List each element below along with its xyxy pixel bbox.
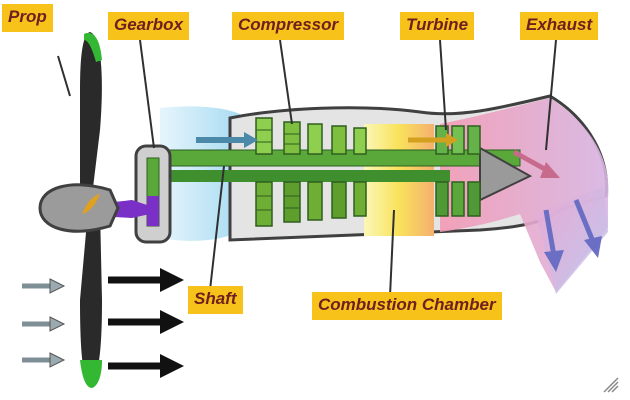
- label-shaft: Shaft: [188, 286, 243, 314]
- prop-pointer: [57, 55, 71, 97]
- gearbox-link: [147, 196, 159, 226]
- resize-grip-icon: [603, 377, 619, 393]
- propeller-icon: [38, 32, 120, 388]
- label-gearbox: Gearbox: [108, 12, 189, 40]
- turbine-cone: [479, 146, 533, 202]
- airflow-arrow-icon: [22, 278, 66, 368]
- thrust-arrow-icon: [108, 268, 184, 378]
- label-prop: Prop: [2, 4, 53, 32]
- label-turbine: Turbine: [400, 12, 475, 40]
- core-flow-arrows: [196, 132, 602, 272]
- label-exhaust: Exhaust: [520, 12, 599, 40]
- leader-lines: [139, 39, 557, 297]
- compressor-blades: [255, 117, 367, 227]
- compressor-stripes: [256, 129, 300, 211]
- label-combustion-chamber: Combustion Chamber: [312, 292, 502, 320]
- shaft-lower: [150, 170, 450, 182]
- label-compressor: Compressor: [232, 12, 345, 40]
